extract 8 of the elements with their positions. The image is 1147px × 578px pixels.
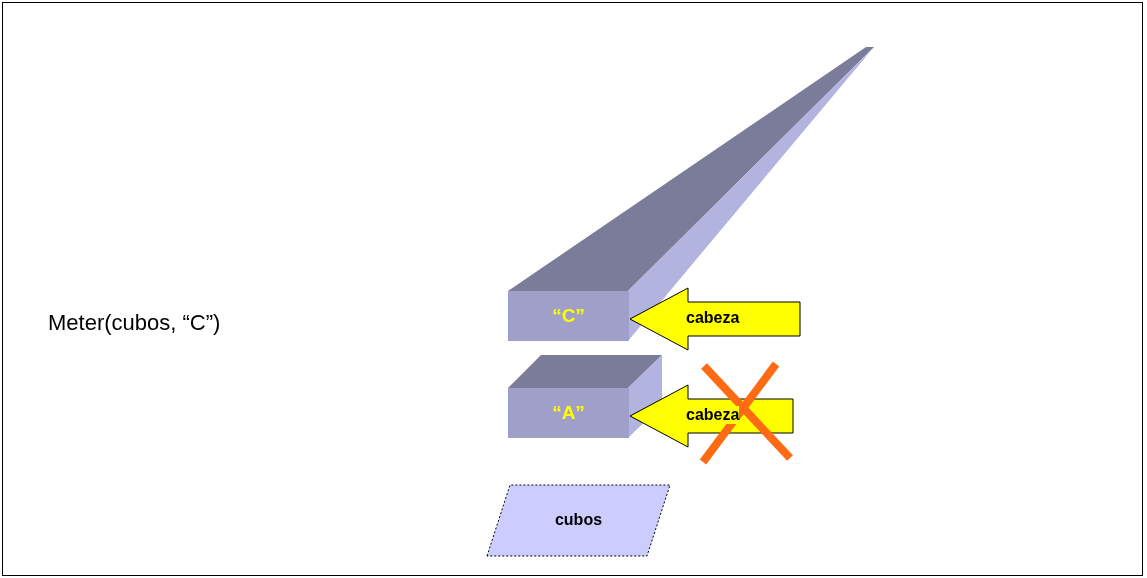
stack-box (508, 291, 629, 341)
box-label: “A” (551, 402, 586, 424)
block-arrow (629, 287, 801, 351)
box-label: “C” (551, 305, 586, 327)
shape-label: cubos (553, 510, 604, 529)
operation-text: Meter(cubos, “C”) (48, 310, 221, 336)
stack-box (508, 388, 629, 438)
parallelogram (486, 484, 671, 557)
